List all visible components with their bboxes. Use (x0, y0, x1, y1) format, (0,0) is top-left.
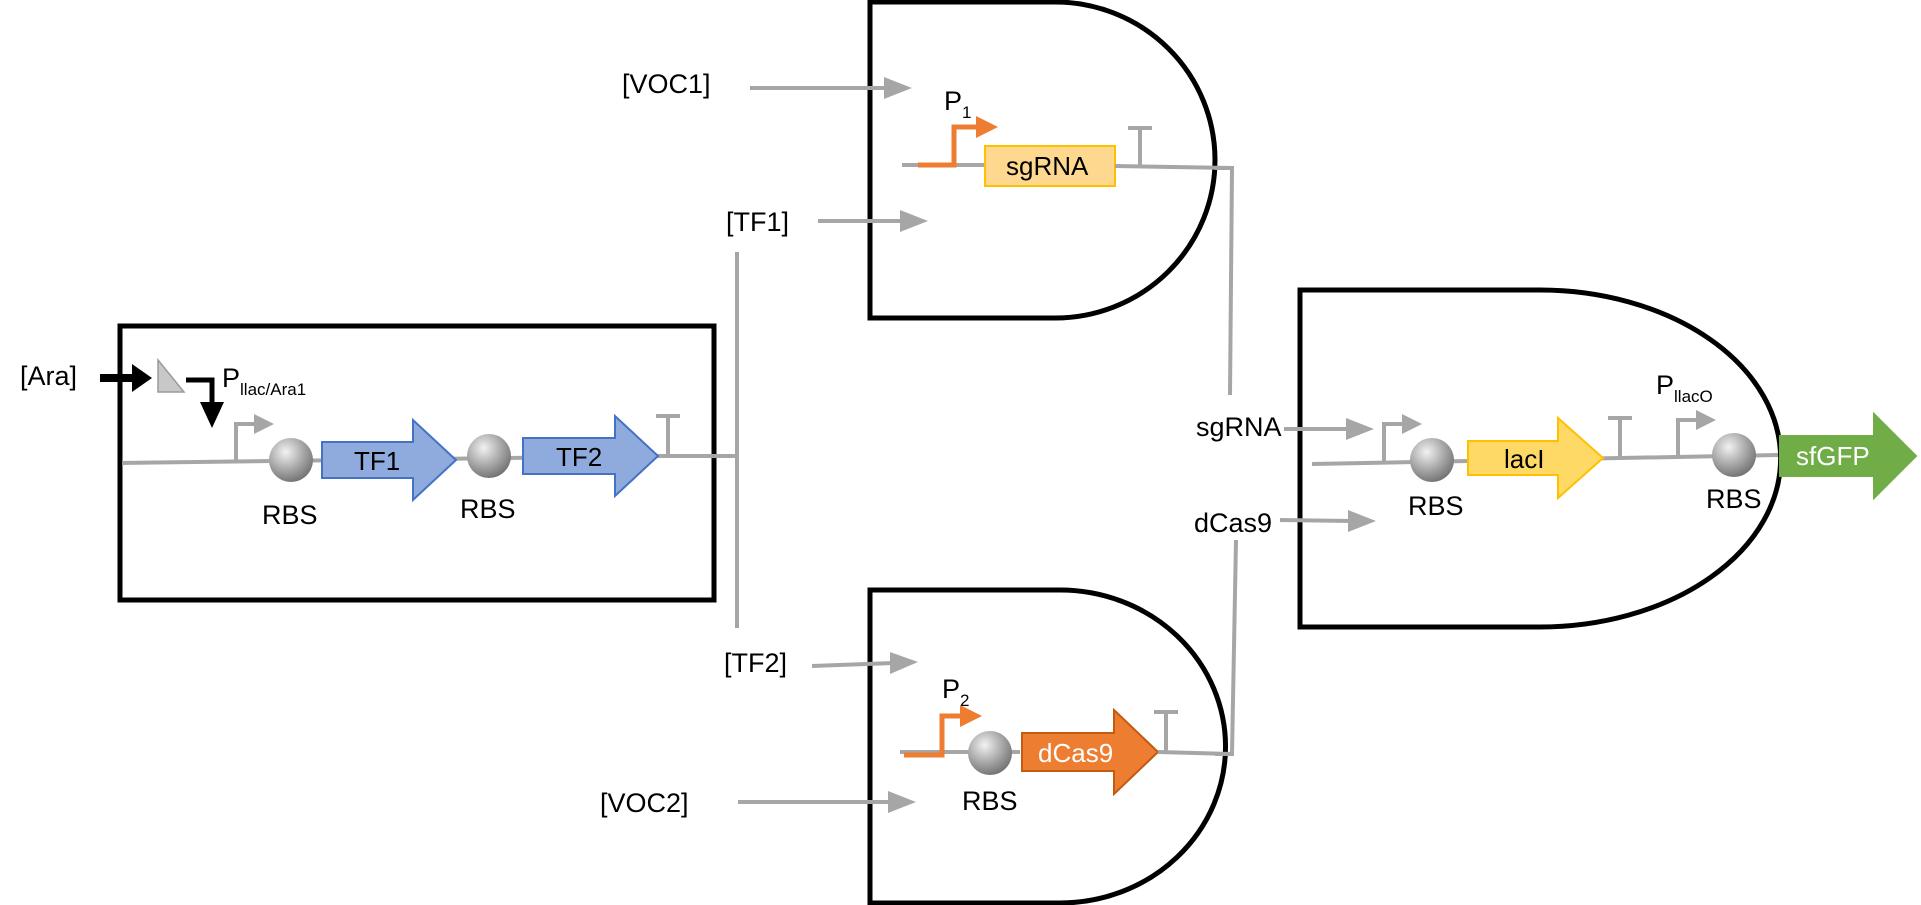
tf2-input-arrowhead (890, 652, 918, 674)
promoter-p2-icon (904, 713, 962, 758)
dcas9-output-wire (1215, 539, 1238, 756)
ara-input-arrow (100, 364, 152, 392)
dcas9-gate: [TF2] [VOC2] P2 RBS dCas9 (600, 587, 1233, 905)
gene-dcas9-arrow (1021, 707, 1160, 797)
input-tf2-label: [TF2] (724, 648, 787, 678)
ara-inducer-triangle (157, 357, 186, 393)
rbs-label: RBS (1408, 491, 1464, 521)
rbs-icon (269, 438, 313, 482)
dcas9-input-arrowhead (1348, 510, 1376, 532)
promoter-input-head (1402, 414, 1422, 434)
gene-tf1-label: TF1 (354, 446, 400, 476)
rbs-label: RBS (460, 494, 516, 524)
gene-tf1-arrow (321, 417, 458, 503)
rbs-icon (467, 434, 511, 478)
promoter-p2-head (960, 705, 982, 727)
input-ara-label: [Ara] (20, 361, 77, 391)
promoter-p1-head (976, 116, 998, 138)
tf2-input-line (811, 661, 895, 668)
dcas9-input-line (1279, 518, 1353, 523)
input-voc1-label: [VOC1] (622, 69, 711, 99)
output-gate: sgRNA dCas9 RBS lacI PllacO RBS (1194, 287, 1784, 630)
gene-laci-arrow (1467, 415, 1605, 501)
voc1-input-arrowhead (884, 77, 912, 99)
promoter-pllac-ara1-label: Pllac/Ara1 (222, 363, 306, 399)
input-voc2-label: [VOC2] (600, 788, 689, 818)
sgrna-output-wire (1215, 166, 1235, 396)
gene-laci-label: lacI (1504, 444, 1544, 474)
promoter-p1-icon (918, 124, 978, 168)
rbs-icon (1410, 438, 1454, 482)
gene-sgrna-label: sgRNA (1006, 151, 1089, 181)
rbs-label: RBS (962, 786, 1018, 816)
input-tf1-label: [TF1] (726, 207, 789, 237)
promoter-input-icon (1382, 422, 1404, 463)
dcas9-gate-outline (867, 587, 1228, 905)
rbs-icon (1712, 433, 1756, 477)
gene-dcas9-label: dCas9 (1038, 738, 1113, 768)
arabinose-module-box (117, 323, 717, 603)
input-dcas9-label: dCas9 (1194, 508, 1272, 538)
rbs-label: RBS (1706, 484, 1762, 514)
input-sgrna-label: sgRNA (1196, 412, 1282, 442)
gene-tf2-arrow (522, 413, 660, 499)
promoter-pllac-ara1-head (254, 414, 274, 434)
gene-sfgfp-label: sfGFP (1796, 441, 1870, 471)
gene-tf2-label: TF2 (556, 442, 602, 472)
gene-sgrna-box (984, 145, 1116, 187)
promoter-p2-label: P2 (942, 674, 969, 710)
gene-sfgfp-arrow (1779, 411, 1918, 501)
ara-bent-arrow-head (200, 402, 224, 428)
promoter-pllaco-icon (1676, 418, 1698, 456)
promoter-p1-label: P1 (944, 86, 971, 122)
promoter-pllaco-head (1696, 410, 1716, 430)
sgrna-gate: [VOC1] [TF1] P1 sgRNA (622, 0, 1233, 321)
promoter-pllaco-label: PllacO (1656, 370, 1713, 406)
voc2-input-arrowhead (888, 791, 916, 813)
tf1-input-arrowhead (900, 210, 928, 232)
sgrna-gate-outline (867, 0, 1218, 321)
promoter-pllac-ara1-icon (234, 422, 256, 462)
ara-bent-arrow (186, 377, 215, 404)
sgrna-gate-backbone-right (1114, 164, 1233, 170)
rbs-label: RBS (262, 500, 318, 530)
rbs-icon (968, 731, 1012, 775)
arabinose-module: [Ara] Pllac/Ara1 RBS TF1 RBS TF2 (20, 323, 717, 603)
sgrna-input-arrowhead (1346, 418, 1374, 440)
